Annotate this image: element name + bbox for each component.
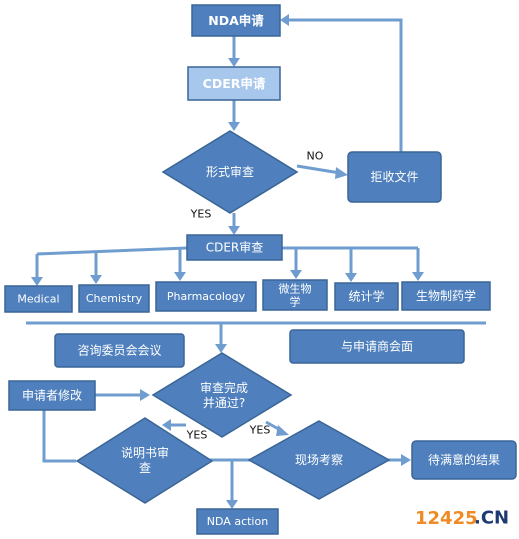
node-chemistry: Chemistry	[78, 284, 150, 313]
node-nda-apply: NDA申请	[191, 4, 281, 37]
arrowhead	[276, 425, 289, 436]
watermark-logo-number: 12425	[415, 508, 478, 529]
edge-label-yes-review-left: YES	[186, 429, 208, 442]
node-cder-review: CDER审查	[186, 234, 283, 261]
node-sponsor-meeting: 与申请商会面	[289, 329, 465, 364]
node-label-review: 说明书审 查	[75, 417, 214, 504]
edge-label-no: NO	[307, 150, 324, 163]
arrowhead	[280, 14, 289, 26]
watermark-logo: 12425 .CN	[415, 508, 509, 529]
node-formal-review: 形式审查	[161, 130, 299, 214]
arrowhead	[290, 270, 302, 279]
node-medical-label: Medical	[17, 293, 59, 306]
arrowhead	[215, 344, 227, 353]
node-applicant-revise-label: 申请者修改	[22, 388, 82, 403]
edge-formal-review-to-reject	[296, 164, 341, 175]
edge-revise-down	[42, 410, 76, 463]
edge-label-yes-review-right: YES	[249, 424, 271, 437]
node-chemistry-label: Chemistry	[86, 292, 143, 305]
arrowhead	[412, 272, 424, 281]
node-nda-apply-label: NDA申请	[208, 13, 264, 28]
arrowhead	[90, 275, 102, 284]
arrowhead	[174, 272, 186, 281]
node-pharmacology: Pharmacology	[155, 281, 257, 312]
node-label-review-label-line1: 说明书审	[121, 445, 169, 460]
node-applicant-revise: 申请者修改	[8, 380, 96, 411]
node-reject: 拒收文件	[347, 151, 442, 203]
node-pending-result-label: 待满意的结果	[428, 452, 500, 467]
arrowhead	[401, 454, 411, 466]
arrowhead	[335, 167, 348, 179]
arrowhead	[228, 226, 240, 235]
node-reject-label: 拒收文件	[370, 169, 418, 184]
node-nda-action: NDA action	[196, 508, 279, 535]
node-review-done: 审查完成 并通过?	[151, 352, 293, 438]
node-advisory-label: 咨询委员会会议	[77, 343, 161, 358]
edge-reject-back-to-nda	[287, 18, 403, 152]
node-advisory: 咨询委员会会议	[54, 333, 185, 368]
node-cder-apply-label: CDER申请	[203, 76, 266, 91]
node-biopharm-label: 生物制药学	[416, 288, 476, 303]
node-nda-action-label: NDA action	[207, 515, 268, 528]
arrowhead	[226, 500, 238, 509]
arrowhead	[162, 419, 171, 431]
node-site-inspection-label: 现场考察	[295, 453, 343, 467]
node-cder-apply: CDER申请	[187, 66, 281, 101]
node-pharmacology-label: Pharmacology	[167, 290, 246, 303]
node-microbiology-label-line2: 学	[290, 295, 301, 309]
edge-label-yes-formal: YES	[190, 208, 212, 221]
watermark-logo-suffix: .CN	[474, 508, 509, 529]
node-cder-review-label: CDER审查	[206, 240, 264, 255]
node-statistics: 统计学	[334, 282, 399, 311]
arrowhead	[140, 389, 150, 401]
node-review-done-label-line2: 并通过?	[203, 396, 245, 410]
arrowhead	[31, 277, 43, 286]
node-pending-result: 待满意的结果	[411, 440, 517, 480]
node-microbiology: 微生物 学	[262, 279, 328, 311]
node-review-done-label-line1: 审查完成	[200, 380, 248, 395]
node-label-review-label-line2: 查	[139, 461, 151, 475]
node-microbiology-label-line1: 微生物	[279, 282, 312, 296]
node-sponsor-meeting-label: 与申请商会面	[341, 339, 413, 354]
edge-cder-review-bus	[36, 246, 188, 256]
arrowhead	[228, 58, 240, 67]
arrowhead	[345, 273, 357, 282]
arrowhead	[228, 122, 240, 131]
node-biopharm: 生物制药学	[401, 281, 491, 311]
node-formal-review-label: 形式审查	[206, 164, 254, 179]
node-statistics-label: 统计学	[348, 289, 384, 304]
node-medical: Medical	[4, 285, 73, 313]
node-site-inspection: 现场考察	[247, 420, 391, 500]
